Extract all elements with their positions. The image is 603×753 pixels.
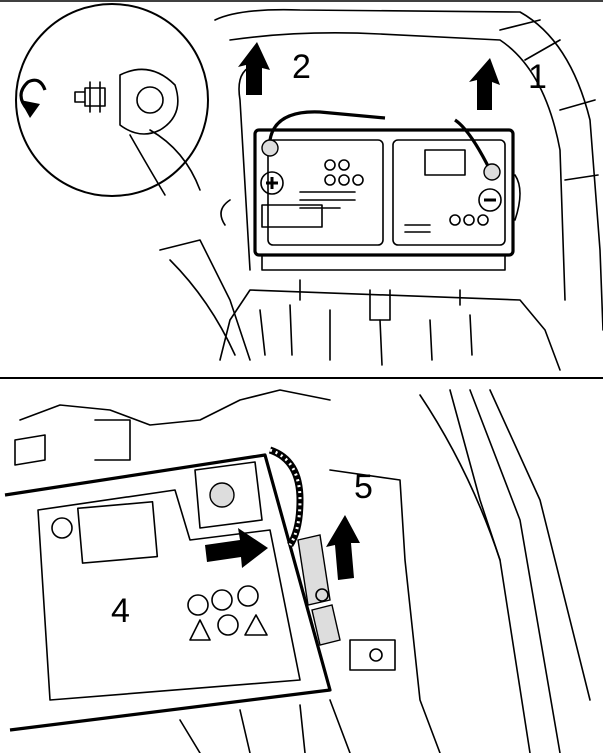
battery-top <box>253 128 515 257</box>
minus-terminal-icon <box>478 188 502 212</box>
battery-bottom <box>4 453 332 732</box>
callout-5: 5 <box>354 468 373 506</box>
callout-1: 1 <box>528 58 547 96</box>
right-arrow-icon <box>205 528 268 568</box>
up-arrow-icon <box>238 42 270 95</box>
bottom-engine-bay <box>4 389 591 753</box>
top-engine-bay <box>15 3 603 371</box>
up-arrow-icon <box>326 515 360 580</box>
detail-inset <box>15 3 209 197</box>
callout-2: 2 <box>292 48 311 86</box>
plus-terminal-icon <box>260 171 284 195</box>
up-arrow-icon <box>469 58 500 110</box>
callout-4: 4 <box>111 592 130 630</box>
